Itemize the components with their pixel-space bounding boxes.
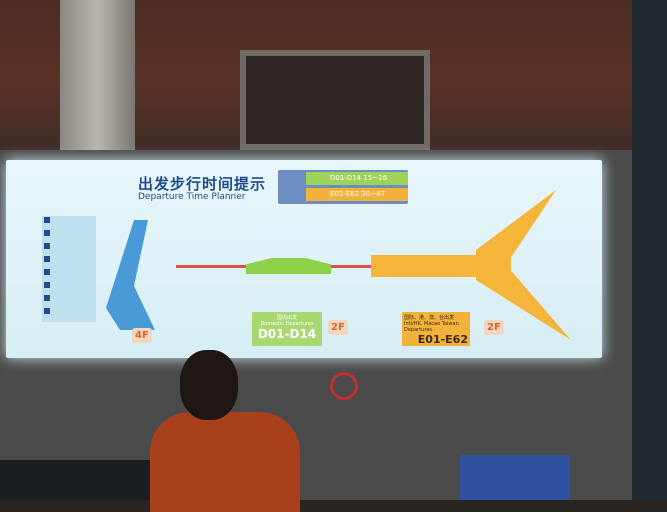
intl-en: Intl/HK, Macao Taiwan Departures	[404, 321, 459, 333]
sign-title-zh: 出发步行时间提示	[138, 175, 267, 193]
person-head	[180, 350, 238, 420]
domestic-zh: 国内出发	[276, 315, 297, 321]
terminal-4f-map	[106, 220, 155, 330]
domestic-pier-map	[246, 258, 331, 274]
time-row-domestic: D01-D14 15~26	[306, 172, 408, 185]
pillar	[632, 0, 667, 500]
departure-time-planner-sign: 出发步行时间提示 Departure Time Planner D01-D14 …	[6, 160, 602, 358]
time-minutes: 15~26	[363, 174, 388, 182]
domestic-departures-box: 国内出发 Domestic Departures D01-D14	[252, 312, 322, 346]
floor-badge-4f: 4F	[132, 328, 152, 343]
intl-zh: 国际、港、澳、台出发	[404, 315, 455, 321]
time-minutes: 30~47	[361, 190, 386, 198]
intl-concourse-map	[476, 190, 571, 340]
intl-gates: E01-E62	[417, 333, 468, 346]
floor-badge-2f: 2F	[328, 320, 348, 335]
domestic-en: Domestic Departures	[260, 321, 314, 327]
waiting-chairs	[0, 460, 150, 500]
no-smoking-icon	[330, 372, 358, 400]
sign-title-en: Departure Time Planner	[138, 192, 246, 202]
intl-departures-box: 国际、港、澳、台出发 Intl/HK, Macao Taiwan Departu…	[402, 312, 470, 346]
time-gates: E01-E62	[330, 190, 360, 198]
time-row-intl: E01-E62 30~47	[306, 188, 408, 201]
blue-cart	[460, 455, 570, 500]
floor-badge-2f: 2F	[484, 320, 504, 335]
person	[150, 350, 300, 512]
person-body	[150, 412, 300, 512]
ceiling-frame	[240, 50, 430, 150]
domestic-gates: D01-D14	[257, 327, 317, 341]
ceiling-beam	[60, 0, 135, 160]
map-legend	[42, 216, 96, 322]
time-gates: D01-D14	[330, 174, 362, 182]
